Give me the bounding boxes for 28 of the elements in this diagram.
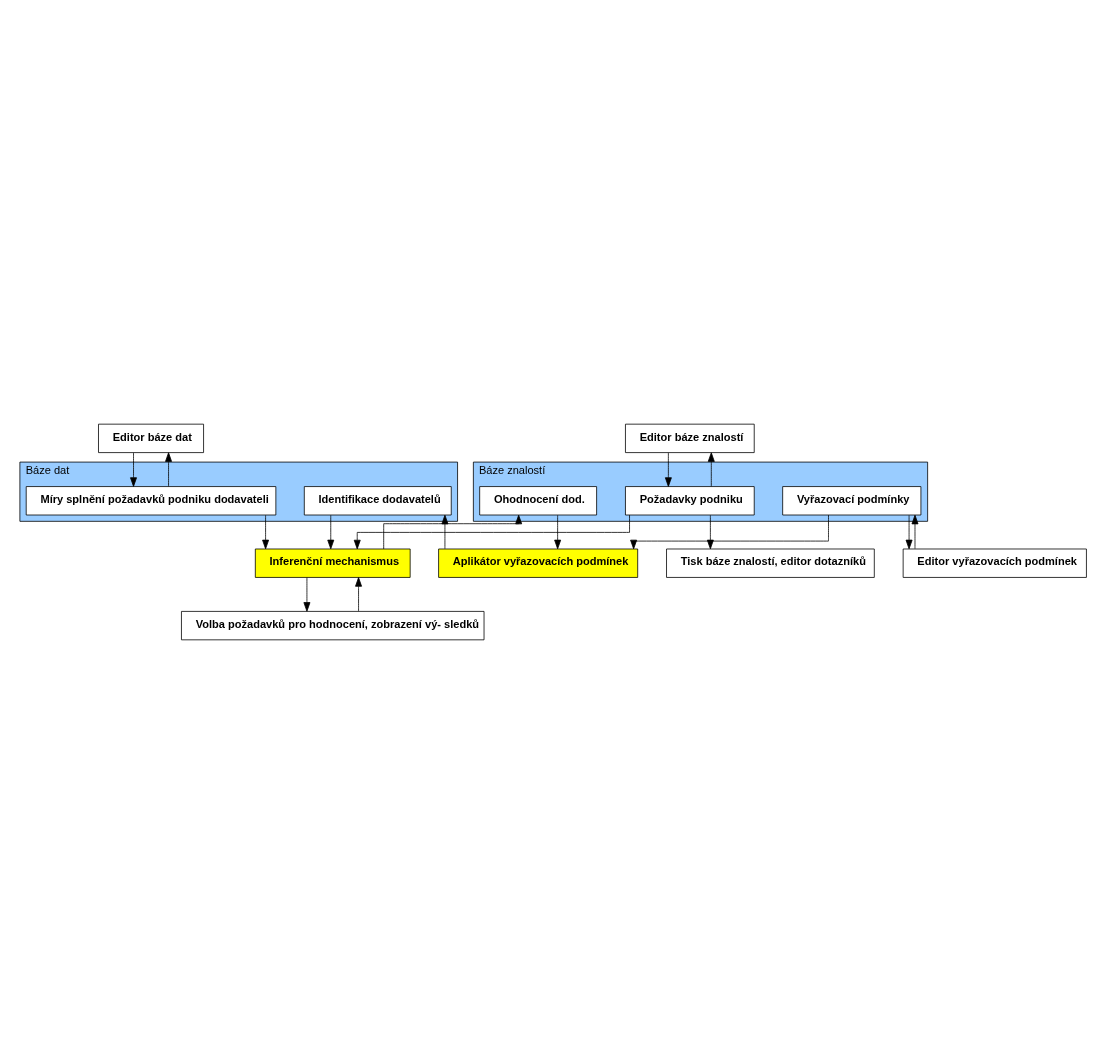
arrow xyxy=(383,514,523,549)
node-box: Požadavky podniku xyxy=(625,485,755,515)
node-box: Editor báze dat xyxy=(98,423,204,453)
node-box: Aplikátor vyřazovacích podmínek xyxy=(438,548,639,578)
arrow xyxy=(707,451,715,487)
node-box: Ohodnocení dod. xyxy=(479,485,597,515)
node-box: Tisk báze znalostí, editor dotazníků xyxy=(666,548,875,578)
arrow xyxy=(554,514,562,549)
node-box: Inferenční mechanismus xyxy=(254,548,411,578)
arrow xyxy=(303,576,311,612)
arrow xyxy=(130,451,137,487)
arrow xyxy=(905,514,913,549)
node-box: Editor vyřazovacích podmínek xyxy=(902,548,1087,578)
arrow xyxy=(327,514,335,549)
arrow xyxy=(165,451,172,487)
arrow xyxy=(664,451,672,487)
arrow xyxy=(353,514,630,549)
arrow xyxy=(262,514,270,549)
node-box: Identifikace dodavatelů xyxy=(303,485,452,515)
node-box: Volba požadavků pro hodnocení, zobrazení vý- sledků xyxy=(181,610,485,640)
node-box: Vyřazovací podmínky xyxy=(782,485,922,515)
arrow xyxy=(355,576,362,612)
node-box: Míry splnění požadavků podniku dodavateli xyxy=(25,485,277,515)
arrow xyxy=(630,514,829,549)
arrow xyxy=(706,514,714,549)
arrow xyxy=(911,514,919,549)
arrow xyxy=(441,514,449,549)
node-box: Editor báze znalostí xyxy=(625,423,755,453)
